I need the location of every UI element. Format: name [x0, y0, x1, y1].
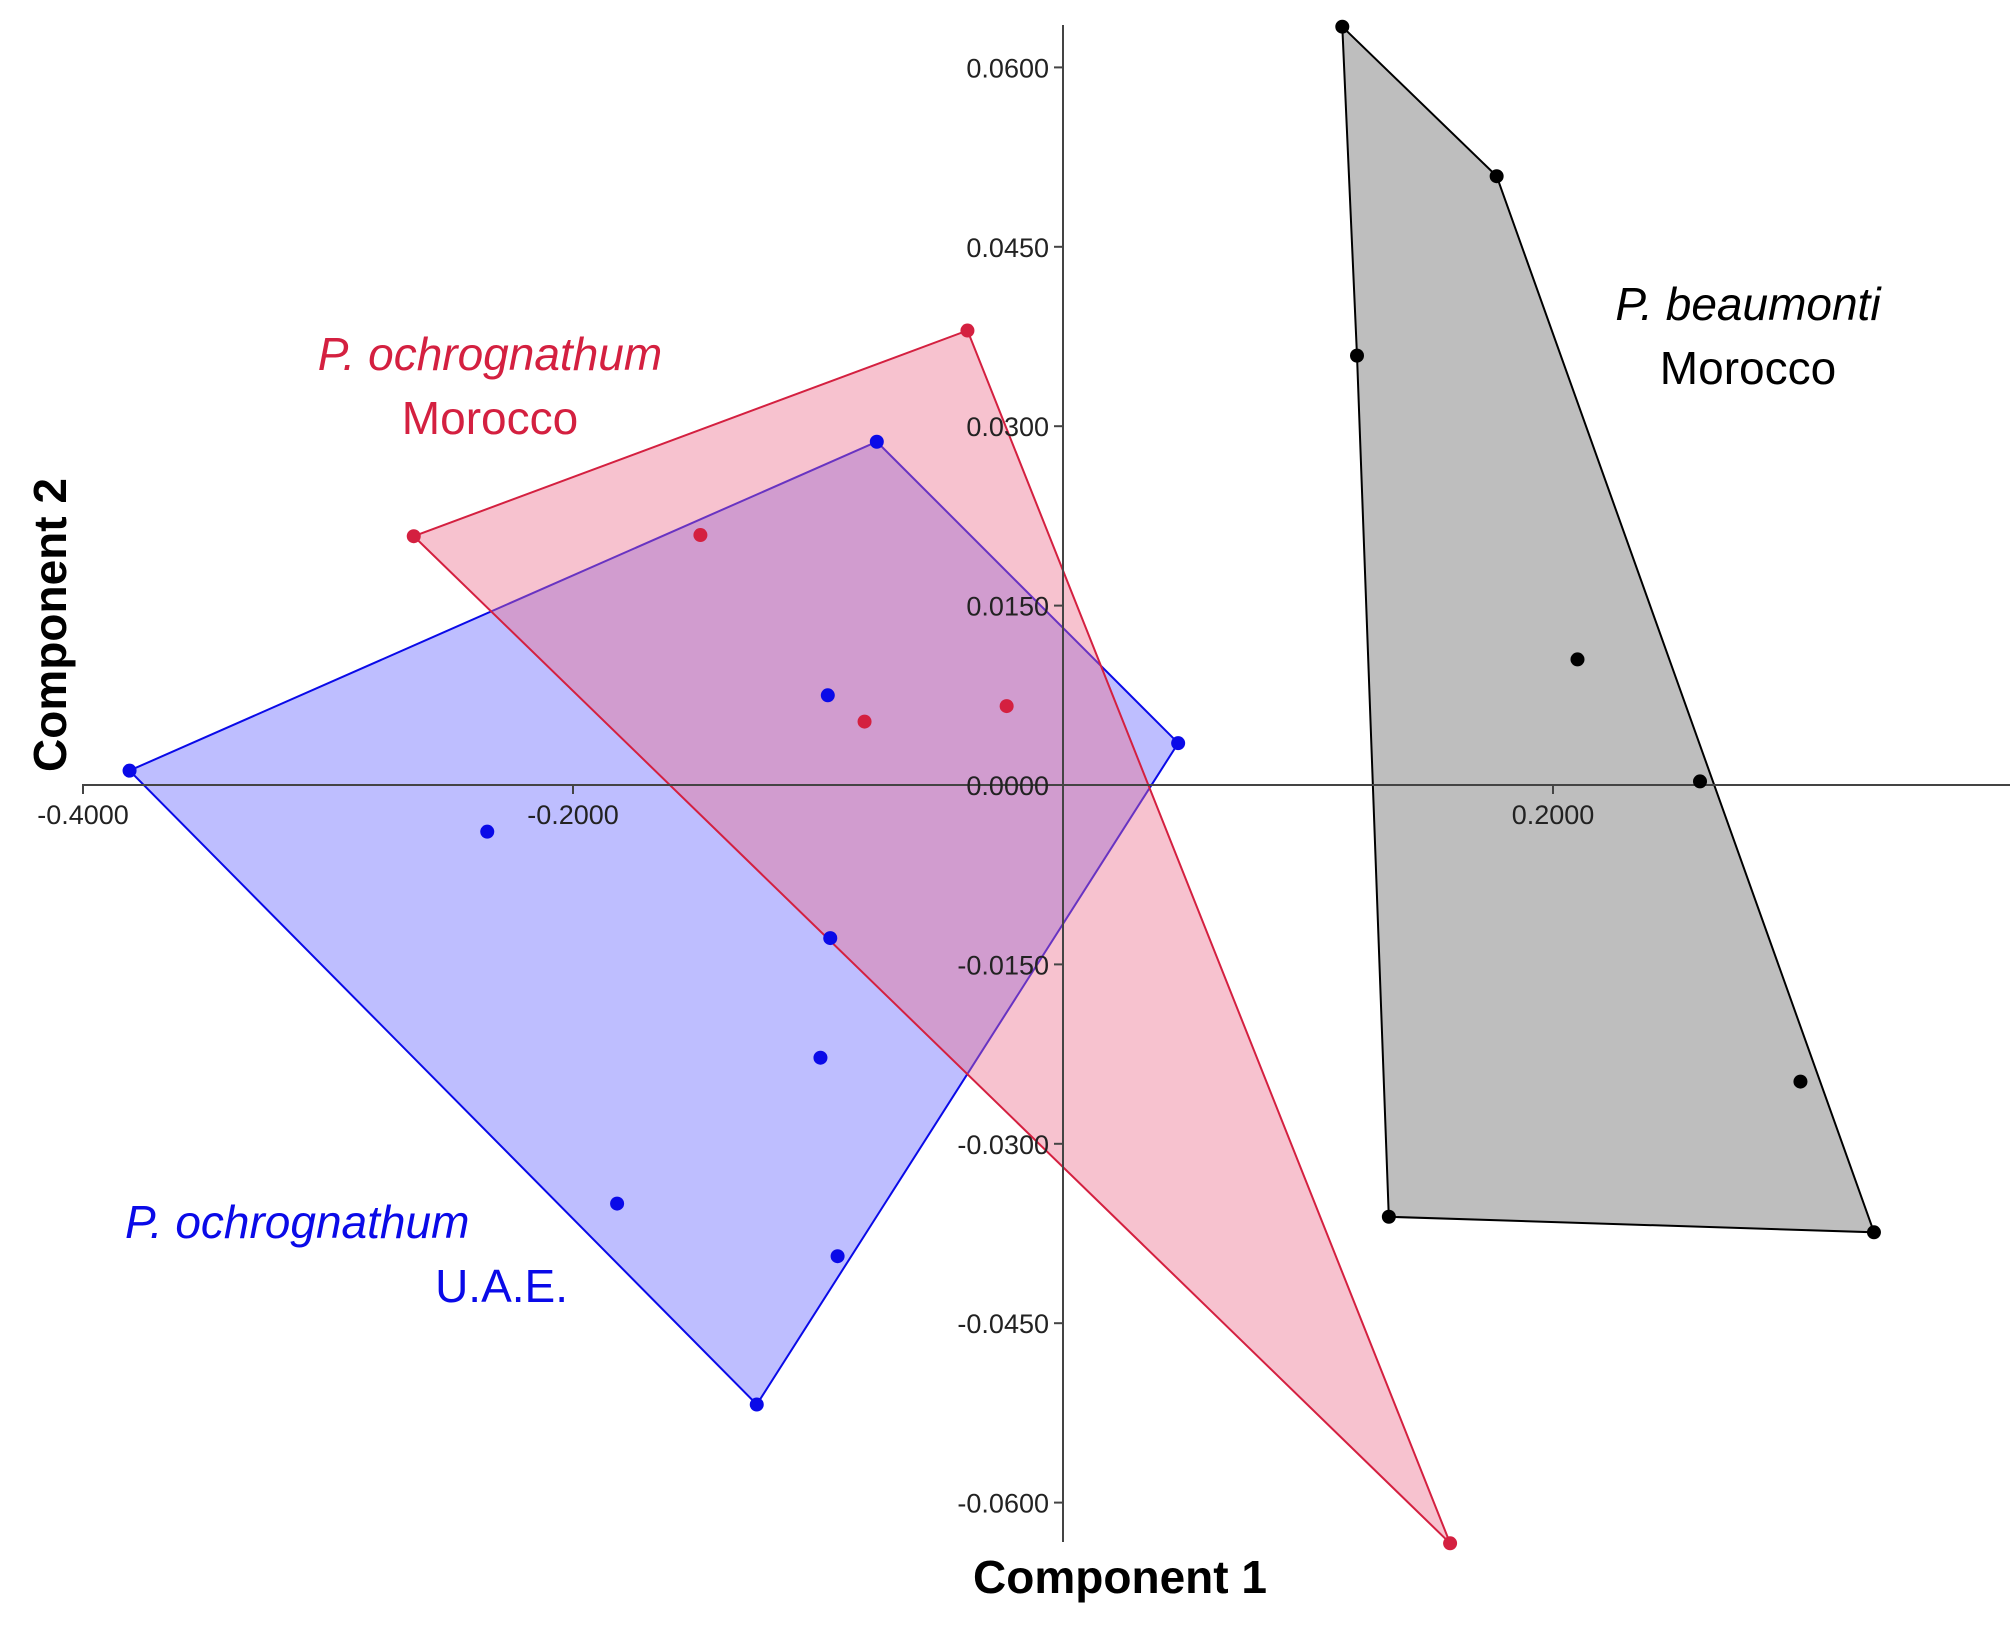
point-uae	[869, 434, 884, 449]
y-tick-label: 0.0450	[966, 233, 1049, 263]
point-uae	[830, 1249, 845, 1264]
point-beaumonti	[1350, 348, 1364, 363]
y-tick-label: -0.0150	[957, 950, 1049, 980]
label-region-beaumonti: Morocco	[1660, 342, 1836, 394]
hull-beaumonti	[1341, 24, 1876, 1234]
y-tick-label: 0.0150	[966, 592, 1049, 622]
y-tick-label: 0.0300	[966, 412, 1049, 442]
point-morocco_ochrognathum	[1443, 1536, 1458, 1551]
point-beaumonti	[1489, 169, 1504, 184]
point-beaumonti	[1335, 19, 1350, 34]
point-uae	[1171, 736, 1186, 751]
x-axis-title: Component 1	[973, 1551, 1267, 1603]
point-beaumonti	[1381, 1209, 1396, 1224]
label-species-morocco_ochrognathum: P. ochrognathum	[318, 328, 662, 380]
data-points	[122, 19, 1881, 1551]
point-beaumonti	[1570, 652, 1585, 667]
label-region-uae: U.A.E.	[435, 1260, 568, 1312]
point-beaumonti	[1866, 1225, 1881, 1240]
point-morocco_ochrognathum	[857, 714, 872, 729]
point-uae	[813, 1050, 828, 1065]
axes: -0.4000 -0.2000 0.2000 0.0600 0.0450 0.0300 0.…	[37, 25, 2010, 1542]
x-tick-label: 0.2000	[1512, 800, 1595, 830]
label-region-morocco_ochrognathum: Morocco	[402, 392, 578, 444]
point-beaumonti	[1793, 1074, 1808, 1089]
point-morocco_ochrognathum	[960, 323, 975, 338]
y-tick-label: -0.0600	[957, 1489, 1049, 1519]
x-tick-label: -0.2000	[527, 800, 619, 830]
point-morocco_ochrognathum	[406, 529, 421, 544]
point-uae	[122, 763, 137, 778]
y-axis-title: Component 2	[24, 478, 76, 772]
y-tick-label: 0.0000	[966, 771, 1049, 801]
point-beaumonti	[1693, 774, 1707, 789]
label-species-uae: P. ochrognathum	[125, 1196, 469, 1248]
x-tick-label: -0.4000	[37, 800, 129, 830]
convex-hulls	[127, 24, 1876, 1545]
point-morocco_ochrognathum	[693, 528, 708, 543]
point-uae	[823, 931, 838, 946]
point-uae	[480, 824, 495, 839]
hull-morocco_ochrognathum	[411, 329, 1452, 1545]
y-tick-label: -0.0300	[957, 1130, 1049, 1160]
label-species-beaumonti: P. beaumonti	[1615, 278, 1882, 330]
point-uae	[820, 688, 835, 703]
y-tick-label: -0.0450	[957, 1309, 1049, 1339]
point-morocco_ochrognathum	[999, 699, 1014, 714]
point-uae	[749, 1397, 764, 1412]
point-uae	[610, 1196, 625, 1211]
y-tick-label: 0.0600	[966, 53, 1049, 83]
